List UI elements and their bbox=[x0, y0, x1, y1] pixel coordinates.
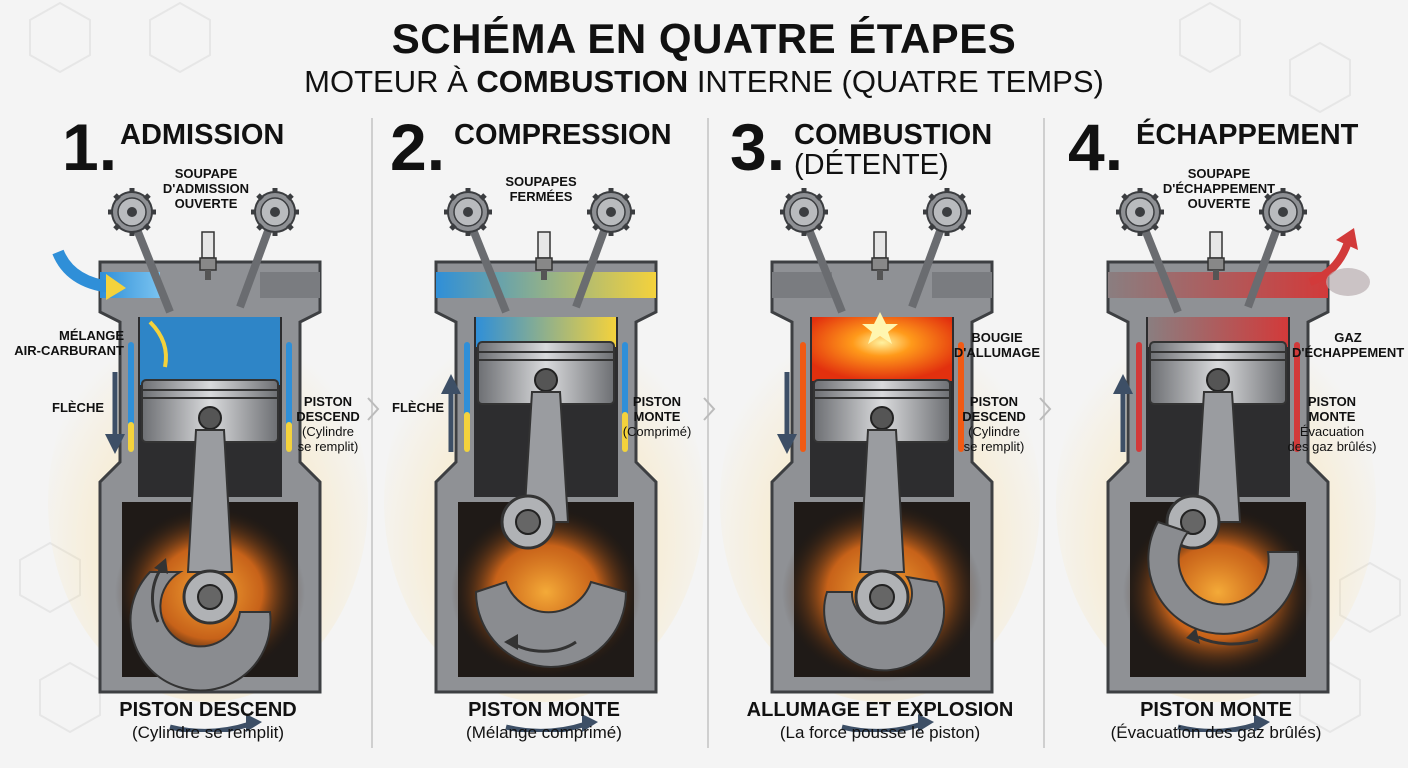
engine-diagram bbox=[1056, 172, 1376, 732]
caption-bold: PISTON MONTE bbox=[468, 699, 620, 721]
exhaust-gas-label: GAZ D'ÉCHAPPEMENT bbox=[1292, 330, 1404, 360]
chevron-right-icon bbox=[703, 397, 716, 421]
step-panel-combustion: 3. COMBUSTION (DÉTENTE) BOUGIE D'ALLUMAG… bbox=[712, 112, 1048, 762]
step-panel-admission: 1. ADMISSION bbox=[14, 110, 376, 762]
label-line: MONTE bbox=[1308, 409, 1356, 424]
page-title: SCHÉMA EN QUATRE ÉTAPES bbox=[391, 15, 1017, 62]
label-line: SOUPAPE bbox=[174, 166, 238, 181]
engine-diagram bbox=[48, 172, 368, 732]
caption-bold: ALLUMAGE ET EXPLOSION bbox=[746, 699, 1014, 721]
label-line: DESCEND bbox=[296, 409, 360, 424]
step-title-text: COMPRESSION bbox=[454, 119, 672, 151]
step-caption: ALLUMAGE ET EXPLOSION (La force pousse l… bbox=[712, 698, 1048, 744]
step-number: 4. bbox=[1068, 110, 1124, 184]
valve-label: SOUPAPE D'ADMISSION OUVERTE bbox=[158, 166, 254, 211]
piston-label: PISTON MONTE Évacuation des gaz brûlés) bbox=[1280, 394, 1384, 454]
caption-bold: PISTON DESCEND bbox=[119, 699, 297, 721]
divider-2 bbox=[707, 118, 709, 748]
step-panel-exhaust: 4. ÉCHAPPEMENT SOUPAPE D'ÉCHAPPEMENT bbox=[1048, 110, 1404, 762]
step-panel-compression: 2. COMPRESSION SOUPAPES FERMÉES FLÈCHE bbox=[376, 112, 712, 762]
label-note: se remplit) bbox=[963, 439, 1025, 454]
piston-label: PISTON MONTE (Comprimé) bbox=[614, 394, 700, 439]
label-line: PISTON bbox=[632, 394, 682, 409]
step-title-text: COMBUSTION bbox=[794, 119, 993, 151]
label-line: PISTON bbox=[303, 394, 353, 409]
valve-label: SOUPAPES FERMÉES bbox=[496, 174, 586, 204]
subtitle-post: INTERNE (QUATRE TEMPS) bbox=[688, 64, 1104, 99]
subtitle-bold: COMBUSTION bbox=[476, 64, 689, 99]
valve-label: SOUPAPE D'ÉCHAPPEMENT OUVERTE bbox=[1154, 166, 1284, 211]
label-line: GAZ bbox=[1334, 330, 1362, 345]
subtitle-pre: MOTEUR À bbox=[304, 64, 477, 99]
label-line: MÉLANGE bbox=[59, 328, 124, 343]
label-line: PISTON bbox=[969, 394, 1019, 409]
engine-diagram bbox=[720, 172, 1040, 732]
label-line: OUVERTE bbox=[174, 196, 238, 211]
label-line: D'ADMISSION bbox=[162, 181, 250, 196]
label-note: des gaz brûlés) bbox=[1287, 439, 1377, 454]
divider-3 bbox=[1043, 118, 1045, 748]
step-caption: PISTON DESCEND (Cylindre se remplit) bbox=[40, 698, 376, 744]
label-line: OUVERTE bbox=[1187, 196, 1251, 211]
step-number: 1. bbox=[62, 110, 118, 184]
chevron-right-icon bbox=[367, 397, 380, 421]
label-line: PISTON bbox=[1307, 394, 1357, 409]
chevron-right-icon bbox=[1039, 397, 1052, 421]
label-line: D'ÉCHAPPEMENT bbox=[1162, 181, 1276, 196]
label-line: AIR-CARBURANT bbox=[14, 343, 124, 358]
step-title: ADMISSION bbox=[120, 120, 284, 150]
label-note: se remplit) bbox=[297, 439, 359, 454]
step-title: COMBUSTION (DÉTENTE) bbox=[794, 120, 992, 180]
arrow-label: FLÈCHE bbox=[52, 400, 104, 415]
arrow-label: FLÈCHE bbox=[392, 400, 444, 415]
label-line: SOUPAPES bbox=[505, 174, 577, 189]
label-note: (Comprimé) bbox=[622, 424, 692, 439]
label-line: FERMÉES bbox=[509, 189, 573, 204]
label-line: D'ALLUMAGE bbox=[953, 345, 1041, 360]
engine-diagram bbox=[384, 172, 704, 732]
label-note: (Cylindre bbox=[967, 424, 1020, 439]
caption-sub: (La force pousse le piston) bbox=[779, 723, 981, 742]
caption-sub: (Mélange comprimé) bbox=[466, 723, 622, 742]
step-title: COMPRESSION bbox=[454, 120, 672, 150]
caption-sub: (Évacuation des gaz brûlés) bbox=[1110, 723, 1322, 742]
spark-plug-label: BOUGIE D'ALLUMAGE bbox=[952, 330, 1042, 360]
label-note: (Cylindre bbox=[301, 424, 354, 439]
divider-1 bbox=[371, 118, 373, 748]
piston-label: PISTON DESCEND (Cylindre se remplit) bbox=[290, 394, 366, 454]
step-number: 3. bbox=[730, 110, 786, 184]
step-title-sub: (DÉTENTE) bbox=[794, 149, 949, 181]
page-subtitle: MOTEUR À COMBUSTION INTERNE (QUATRE TEMP… bbox=[0, 64, 1408, 100]
step-number: 2. bbox=[390, 110, 446, 184]
step-title-text: ADMISSION bbox=[120, 119, 285, 151]
label-line: MONTE bbox=[633, 409, 681, 424]
label-line: SOUPAPE bbox=[1187, 166, 1251, 181]
caption-sub: (Cylindre se remplit) bbox=[131, 723, 285, 742]
piston-label: PISTON DESCEND (Cylindre se remplit) bbox=[952, 394, 1036, 454]
step-caption: PISTON MONTE (Mélange comprimé) bbox=[376, 698, 712, 744]
label-note: Évacuation bbox=[1299, 424, 1365, 439]
caption-bold: PISTON MONTE bbox=[1140, 699, 1292, 721]
label-line: BOUGIE bbox=[971, 330, 1023, 345]
label-line: D'ÉCHAPPEMENT bbox=[1292, 345, 1405, 360]
mixture-label: MÉLANGE AIR-CARBURANT bbox=[4, 328, 124, 358]
label-line: DESCEND bbox=[962, 409, 1026, 424]
step-title-text: ÉCHAPPEMENT bbox=[1136, 119, 1359, 151]
step-caption: PISTON MONTE (Évacuation des gaz brûlés) bbox=[1048, 698, 1384, 744]
header: SCHÉMA EN QUATRE ÉTAPES MOTEUR À COMBUST… bbox=[0, 14, 1408, 100]
step-title: ÉCHAPPEMENT bbox=[1136, 120, 1358, 150]
